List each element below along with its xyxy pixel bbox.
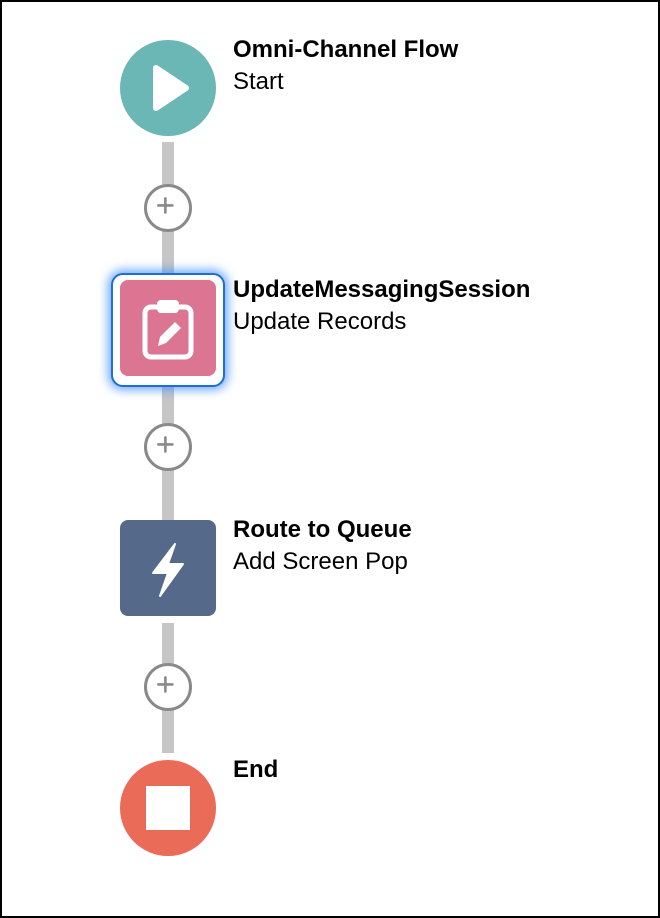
lightning-icon <box>152 543 184 597</box>
node-title: End <box>233 756 279 783</box>
node-title: Omni-Channel Flow <box>233 36 459 63</box>
add-element-button[interactable] <box>144 423 192 471</box>
add-element-button[interactable] <box>144 663 192 711</box>
node-subtitle: Update Records <box>233 308 407 335</box>
clipboard-edit-icon <box>142 300 194 360</box>
node-label: Omni-Channel Flow Start <box>233 34 458 98</box>
start-node-button[interactable] <box>120 40 216 136</box>
node-label: End <box>233 754 278 786</box>
action-node-button[interactable] <box>120 520 216 616</box>
node-subtitle: Add Screen Pop <box>233 548 408 575</box>
plus-icon <box>157 676 174 693</box>
plus-icon <box>157 197 174 214</box>
end-node-button[interactable] <box>120 760 216 856</box>
add-element-button[interactable] <box>144 184 192 232</box>
play-icon <box>153 65 189 111</box>
node-title: UpdateMessagingSession <box>233 276 531 303</box>
node-title: Route to Queue <box>233 516 412 543</box>
plus-icon <box>157 436 174 453</box>
stop-icon <box>146 786 190 830</box>
node-subtitle: Start <box>233 68 284 95</box>
node-label: UpdateMessagingSession Update Records <box>233 274 530 338</box>
node-label: Route to Queue Add Screen Pop <box>233 514 412 578</box>
update-records-node-button[interactable] <box>120 280 216 376</box>
